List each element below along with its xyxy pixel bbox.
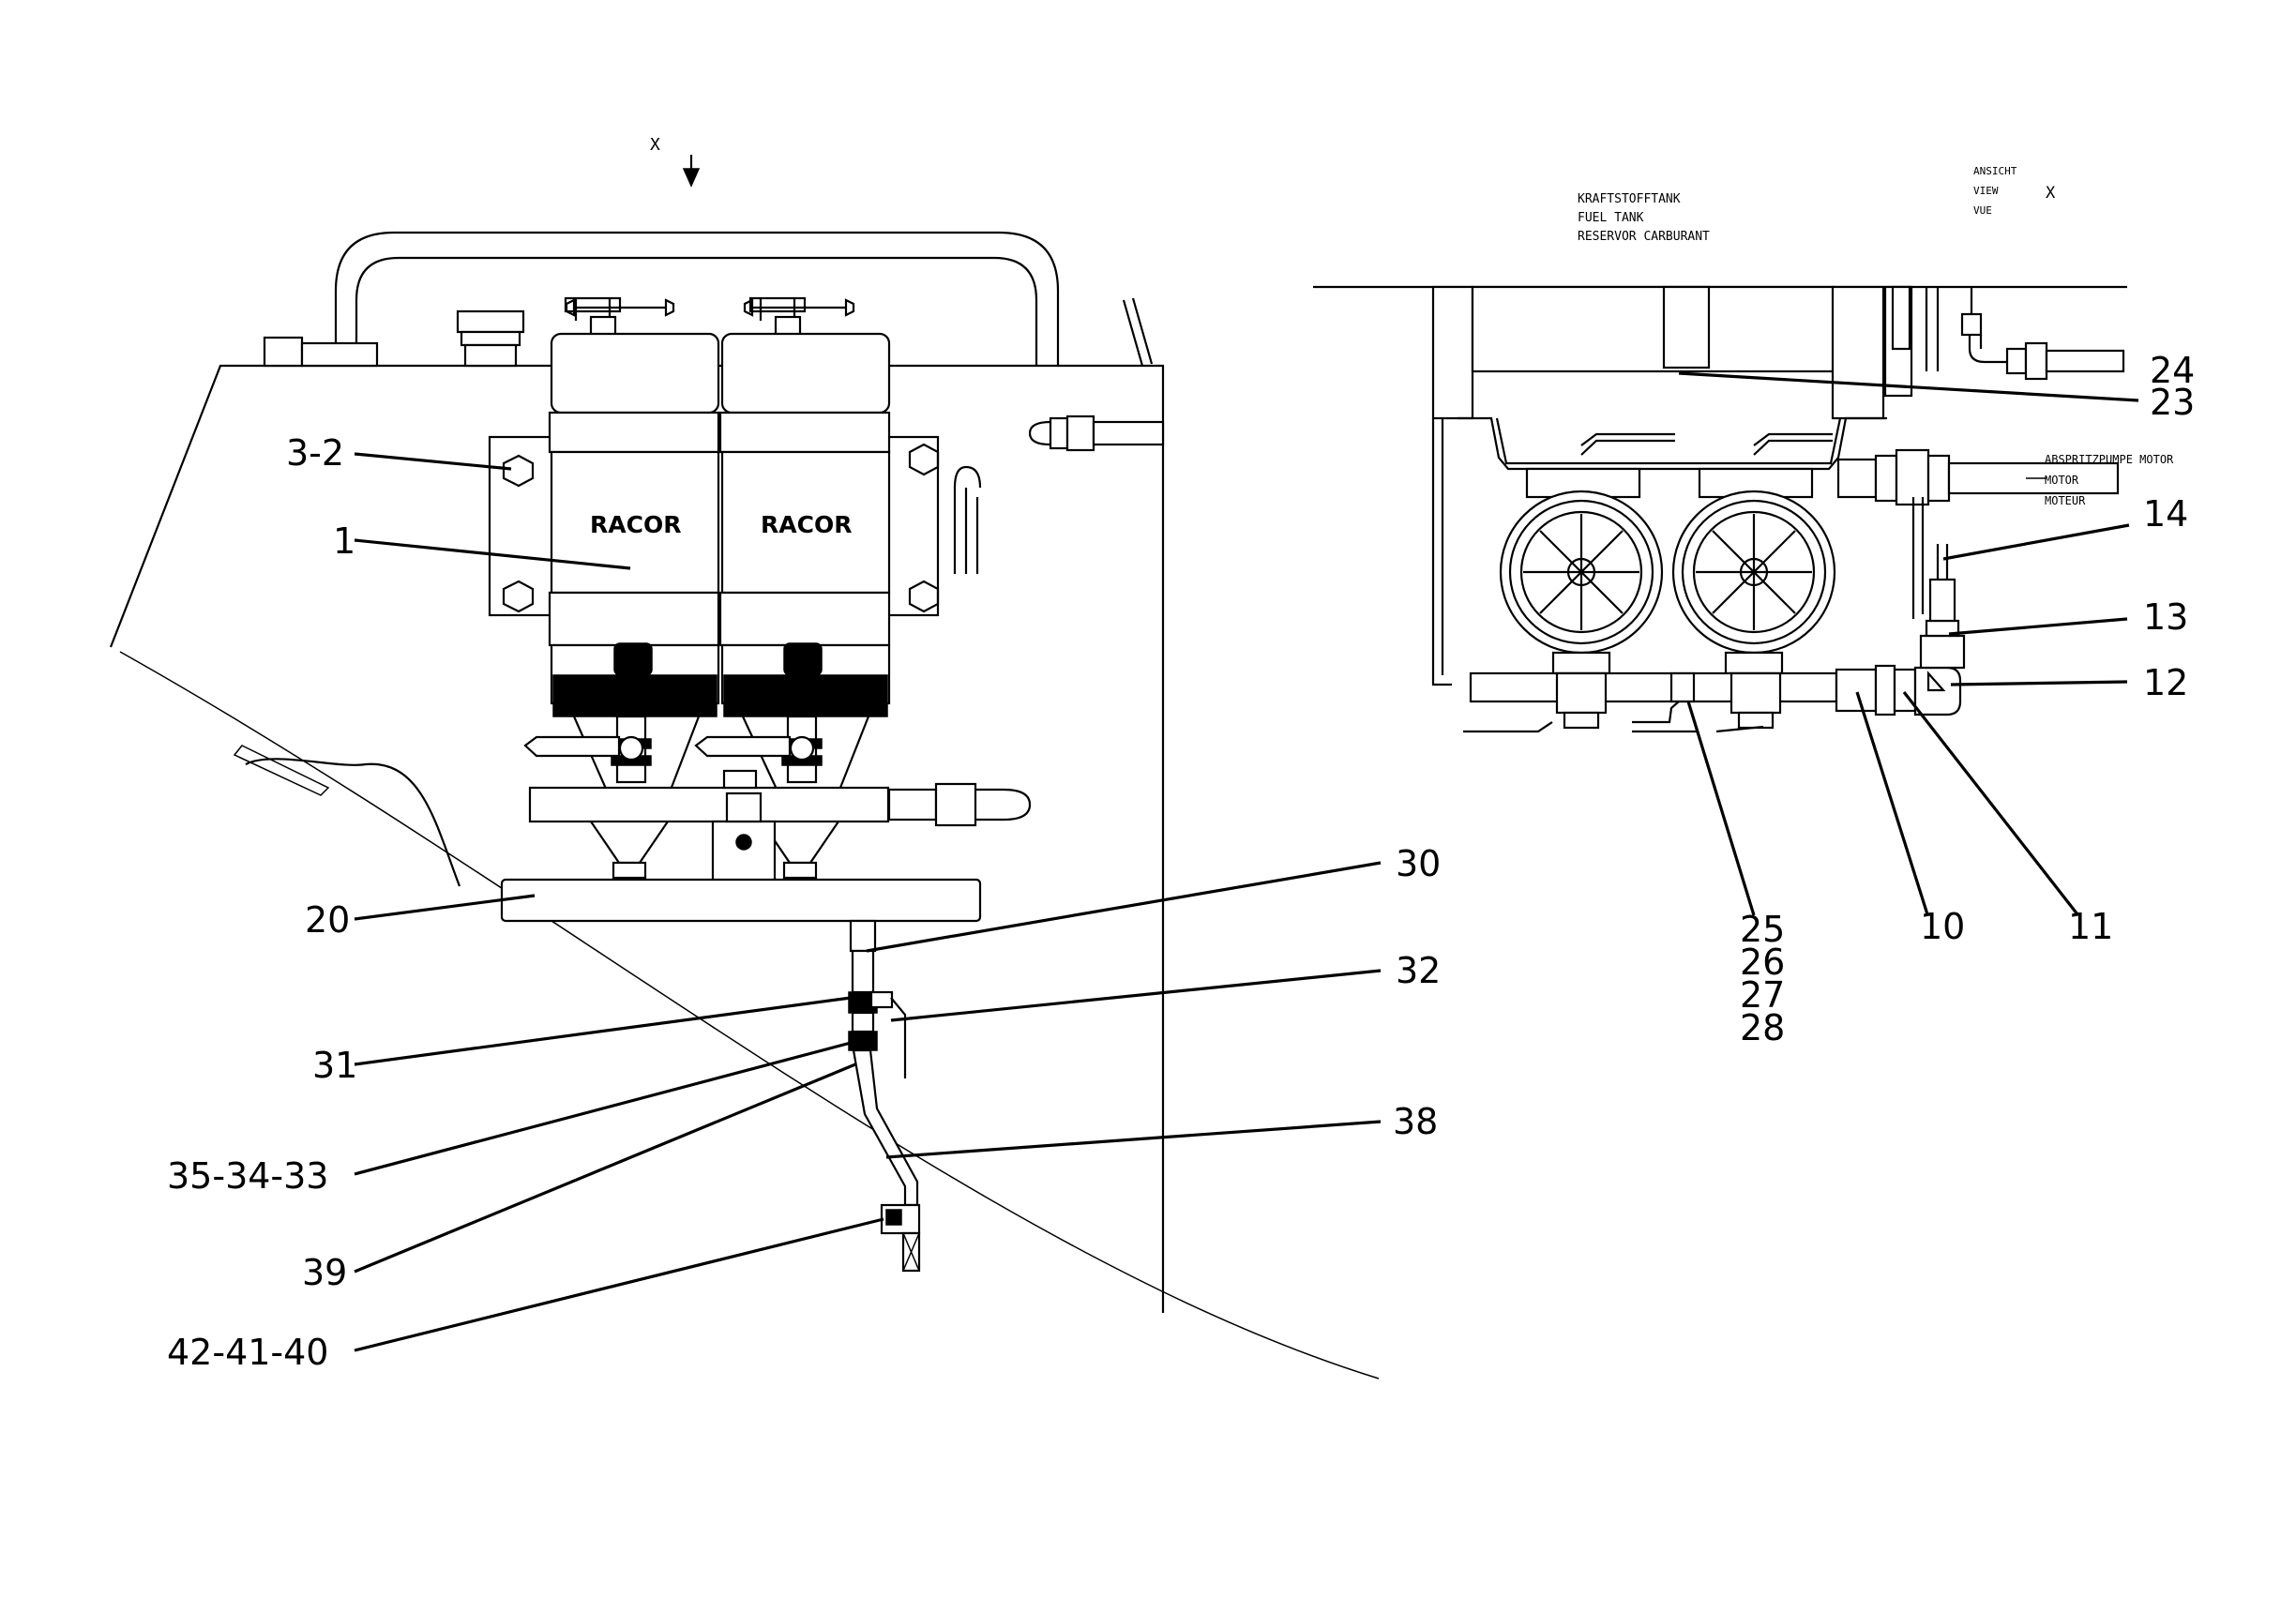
hose-fitting [1028, 415, 1165, 452]
callout-28: 28 [1740, 1007, 1785, 1048]
clamp-detail [1632, 701, 1680, 724]
filter-bowl-right [1671, 467, 1836, 675]
chassis-curve [119, 651, 1380, 1379]
callout-32: 32 [1396, 950, 1441, 991]
pump-label-en: MOTOR [2045, 474, 2079, 487]
callout-26: 26 [1740, 942, 1785, 983]
rod [1122, 299, 1144, 367]
callout-38: 38 [1393, 1101, 1438, 1142]
callout-35-34-33: 35-34-33 [167, 1155, 328, 1197]
callout-1: 1 [333, 520, 355, 562]
callout-3-2: 3-2 [286, 432, 344, 474]
callout-27: 27 [1740, 974, 1785, 1016]
callout-25: 25 [1740, 909, 1785, 950]
view-arrow-icon [682, 155, 701, 188]
hook-bracket [953, 465, 982, 574]
filler-cap [456, 309, 525, 368]
filter-brand-left: RACOR [590, 511, 681, 538]
callout-24: 24 [2150, 350, 2195, 391]
slot-detail [233, 745, 330, 796]
t-handle-icon [565, 298, 855, 317]
callout-23: 23 [2150, 382, 2195, 423]
callout-42-41-40: 42-41-40 [167, 1332, 328, 1373]
tank-label-fr: RESERVOR CARBURANT [1578, 230, 1710, 244]
view-x-letter: X [650, 135, 660, 155]
lower-manifold [1463, 664, 1896, 733]
tank-label-de: KRAFTSTOFFTANK [1578, 192, 1681, 206]
tank-structure [1431, 285, 1940, 420]
view-label-fr: VUE [1973, 204, 1992, 217]
leader-lines-main [354, 452, 1382, 1352]
main-view: X [109, 135, 1441, 1379]
tank-label-en: FUEL TANK [1578, 211, 1644, 225]
manifold-rail [528, 786, 890, 823]
view-label-letter: X [2046, 184, 2056, 203]
drain-line [848, 919, 921, 1273]
bolt-icon [502, 443, 940, 613]
callout-39: 39 [302, 1252, 347, 1293]
view-label-de: ANSICHT [1973, 165, 2017, 177]
leader-lines-detail [1678, 371, 2139, 916]
hose-fitting-top [1960, 287, 2125, 381]
detail-view-x: KRAFTSTOFFTANK FUEL TANK RESERVOR CARBUR… [1313, 165, 2195, 1048]
elbow-fitting [1893, 497, 1966, 716]
filter-brand-right: RACOR [761, 511, 852, 538]
handle-bar [334, 231, 1060, 366]
callout-10: 10 [1920, 906, 1965, 947]
callout-14: 14 [2143, 493, 2188, 535]
callout-30: 30 [1396, 843, 1441, 884]
pump-label-de: ABSPRITZPUMPE MOTOR [2045, 453, 2174, 466]
callout-11: 11 [2068, 906, 2113, 947]
racor-filter-left [523, 296, 720, 798]
callout-13: 13 [2143, 596, 2188, 638]
view-label-en: VIEW [1973, 185, 1999, 197]
pump-label-fr: MOTEUR [2045, 494, 2086, 507]
cutout-curve [245, 758, 461, 887]
callout-12: 12 [2143, 662, 2188, 703]
racor-filter-right [694, 296, 891, 798]
outlet-fitting [1836, 448, 2120, 506]
filter-bowl-left [1499, 467, 1664, 675]
top-block [263, 336, 304, 368]
callout-31: 31 [312, 1045, 357, 1086]
filter-bracket [1431, 416, 1887, 686]
base-plate [500, 878, 982, 923]
callout-20: 20 [305, 899, 350, 941]
